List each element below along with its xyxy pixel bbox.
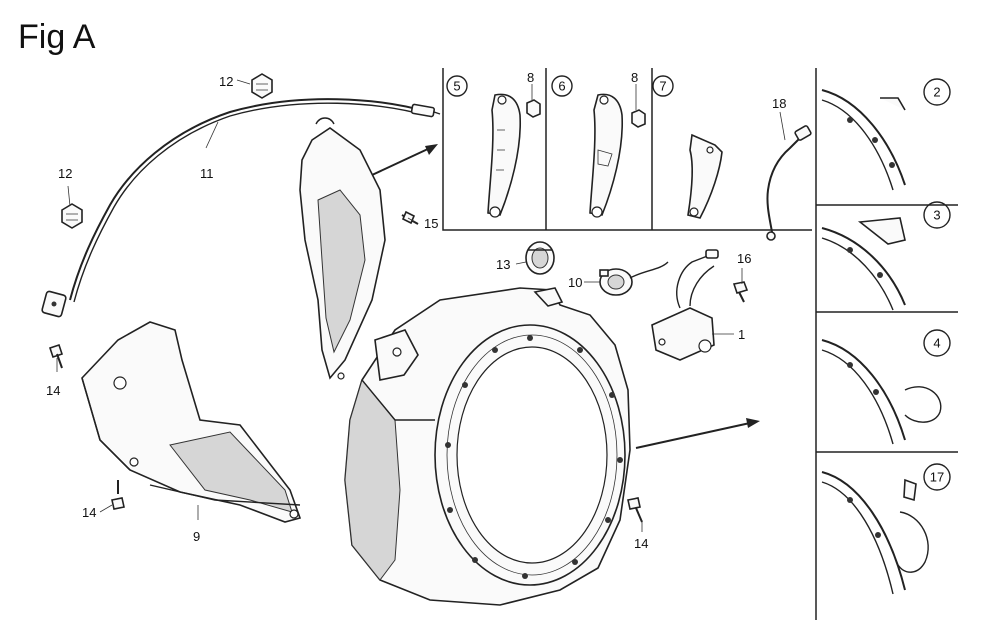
variant-column: [815, 68, 958, 620]
svg-text:17: 17: [930, 470, 944, 485]
cable-clamp-lower: [61, 203, 83, 229]
circled-3: 3: [923, 201, 951, 229]
svg-text:3: 3: [933, 208, 940, 223]
callout-15: 15: [424, 216, 438, 231]
leader-lines: [56, 79, 786, 532]
circled-6: 6: [551, 75, 573, 97]
circled-5: 5: [446, 75, 468, 97]
callout-12-upper: 12: [219, 74, 233, 89]
callout-1: 1: [738, 327, 745, 342]
bolt-14-right: [627, 497, 643, 523]
callout-13: 13: [496, 257, 510, 272]
wire-18: [766, 125, 812, 241]
callout-8-b: 8: [631, 70, 638, 85]
svg-text:6: 6: [558, 79, 565, 94]
svg-text:2: 2: [933, 85, 940, 100]
callout-14-left: 14: [46, 383, 60, 398]
figure-title: Fig A: [18, 18, 96, 56]
bolt-16: [732, 281, 749, 303]
callout-9: 9: [193, 529, 200, 544]
side-cover: [299, 117, 386, 380]
callout-16: 16: [737, 251, 751, 266]
bolt-14-left: [48, 343, 64, 369]
svg-text:5: 5: [453, 79, 460, 94]
callouts: 12 11 12 14 14 9 15 13 10 16 1 18 8 8 14…: [46, 70, 951, 551]
callout-11: 11: [200, 166, 214, 181]
callout-12-lower: 12: [58, 166, 72, 181]
svg-text:7: 7: [659, 79, 666, 94]
bolt-14-bottom: [111, 480, 125, 510]
blower-housing: [344, 287, 631, 606]
callout-14-right: 14: [634, 536, 648, 551]
svg-text:4: 4: [933, 336, 940, 351]
callout-14-bottom: 14: [82, 505, 96, 520]
callout-8-a: 8: [527, 70, 534, 85]
unit-1: [651, 249, 719, 361]
screw-15: [401, 210, 419, 225]
air-guide-baffle: [81, 321, 302, 523]
grommet-13: [525, 241, 555, 275]
switch-10: [599, 261, 669, 296]
callout-18: 18: [772, 96, 786, 111]
arrow-to-variants: [635, 418, 760, 449]
cable-assembly: [41, 98, 441, 318]
callout-10: 10: [568, 275, 582, 290]
cable-clamp-upper: [251, 73, 273, 99]
circled-2: 2: [923, 78, 951, 106]
circled-4: 4: [923, 329, 951, 357]
circled-17: 17: [923, 463, 951, 491]
arrow-to-detail: [371, 144, 438, 176]
circled-7: 7: [652, 75, 674, 97]
detail-box-variants: [442, 68, 812, 231]
